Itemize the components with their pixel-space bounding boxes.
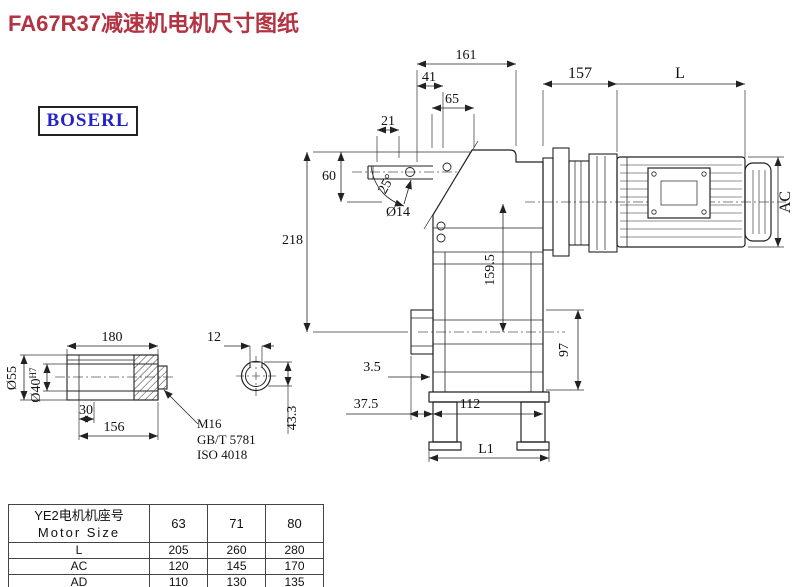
dim-3-5: 3.5 — [363, 360, 381, 375]
row-label: AD — [8, 574, 150, 587]
header-frame-80: 80 — [265, 504, 324, 543]
dim-159-5: 159.5 — [483, 254, 498, 286]
row-value: 120 — [149, 558, 208, 575]
table-row-AC: AC 120 145 170 — [8, 558, 324, 575]
table-header-row: YE2电机机座号 Motor Size 63 71 80 — [8, 504, 324, 543]
row-value: 110 — [149, 574, 208, 587]
brand-logo: BOSERL — [38, 106, 138, 136]
thread-standard-gbt: GB/T 5781 — [197, 432, 256, 447]
page-title: FA67R37减速机电机尺寸图纸 — [8, 11, 299, 36]
dim-37-5: 37.5 — [354, 397, 379, 412]
motor-body — [616, 156, 746, 248]
dim-161: 161 — [456, 48, 477, 63]
shaft-dim-43-3: 43.3 — [285, 406, 300, 431]
gearbox-housing — [428, 149, 550, 451]
output-hub — [410, 309, 434, 355]
dimension-annotations: 161 41 65 21 157 L 60 218 25° Ø14 159.5 … — [282, 48, 794, 462]
shaft-dim-dia55: Ø55 — [5, 366, 20, 390]
dim-157: 157 — [568, 65, 592, 82]
header-frame-71: 71 — [207, 504, 266, 543]
shaft-dim-dia40h7: Ø40H7 — [28, 367, 44, 403]
shaft-dim-180: 180 — [102, 330, 123, 345]
dim-ac: AC — [777, 191, 794, 213]
row-value: 205 — [149, 542, 208, 559]
dim-65: 65 — [445, 92, 459, 107]
dim-dia14: Ø14 — [386, 205, 410, 220]
dim-97: 97 — [557, 343, 572, 357]
row-label: AC — [8, 558, 150, 575]
header-frame-63: 63 — [149, 504, 208, 543]
row-value: 135 — [265, 574, 324, 587]
motor-size-table: YE2电机机座号 Motor Size 63 71 80 L 205 260 2… — [8, 504, 324, 587]
row-label: L — [8, 542, 150, 559]
dim-60: 60 — [322, 169, 336, 184]
dim-218: 218 — [282, 233, 303, 248]
header-label-cn: YE2电机机座号 — [34, 507, 124, 523]
dim-41: 41 — [422, 70, 436, 85]
dim-l: L — [675, 65, 685, 82]
row-value: 170 — [265, 558, 324, 575]
fan-cover — [744, 162, 772, 242]
table-row-AD: AD 110 130 135 — [8, 574, 324, 587]
row-value: 130 — [207, 574, 266, 587]
dim-l1: L1 — [478, 442, 494, 457]
thread-standard-iso: ISO 4018 — [197, 447, 247, 462]
row-value: 260 — [207, 542, 266, 559]
header-label-en: Motor Size — [37, 524, 121, 540]
shaft-dim-12: 12 — [207, 330, 221, 345]
row-value: 280 — [265, 542, 324, 559]
shaft-end-view: 12 43.3 — [207, 330, 300, 434]
technical-drawing: 161 41 65 21 157 L 60 218 25° Ø14 159.5 … — [5, 48, 794, 462]
row-value: 145 — [207, 558, 266, 575]
table-row-L: L 205 260 280 — [8, 542, 324, 559]
shaft-dim-30: 30 — [79, 403, 93, 418]
shaft-dim-156: 156 — [104, 420, 125, 435]
header-motor-size-cell: YE2电机机座号 Motor Size — [8, 504, 150, 543]
thread-callout-m16: M16 — [197, 416, 222, 431]
dim-angle-25: 25° — [376, 172, 398, 196]
dim-21: 21 — [381, 114, 395, 129]
input-shaft — [367, 140, 479, 230]
hollow-shaft-detail: 180 30 156 Ø55 Ø40H7 M16 GB/T 5781 ISO 4… — [5, 330, 256, 462]
dim-112: 112 — [460, 397, 480, 412]
motor-nameplate — [647, 167, 711, 219]
